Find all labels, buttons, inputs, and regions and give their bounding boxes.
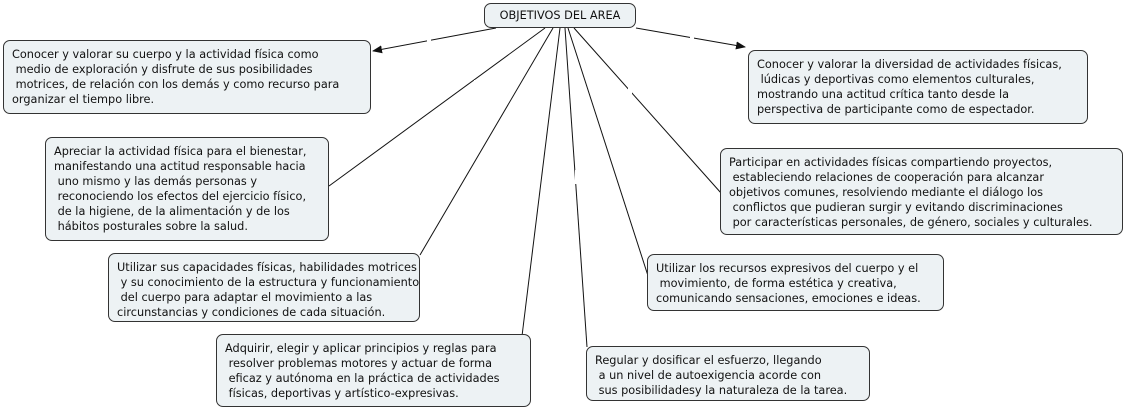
root-node[interactable]: OBJETIVOS DEL AREA <box>484 3 636 28</box>
link-n3 <box>328 27 546 187</box>
link-n7 <box>521 27 561 337</box>
link-n1 <box>372 27 497 54</box>
node-objective-3[interactable]: Apreciar la actividad física para el bie… <box>45 137 329 241</box>
node-objective-6[interactable]: Utilizar los recursos expresivos del cue… <box>647 254 944 311</box>
node-objective-8[interactable]: Regular y dosificar el esfuerzo, llegand… <box>586 346 870 401</box>
node-objective-1[interactable]: Conocer y valorar su cuerpo y la activid… <box>3 40 371 114</box>
node-objective-5[interactable]: Utilizar sus capacidades físicas, habili… <box>108 253 420 322</box>
node-objective-4[interactable]: Participar en actividades físicas compar… <box>720 148 1123 235</box>
link-n6 <box>567 27 651 283</box>
link-n4 <box>573 27 722 194</box>
node-objective-7[interactable]: Adquirir, elegir y aplicar principios y … <box>216 334 531 407</box>
link-n8 <box>564 27 588 348</box>
link-n5 <box>419 27 554 256</box>
node-objective-2[interactable]: Conocer y valorar la diversidad de activ… <box>748 50 1088 124</box>
